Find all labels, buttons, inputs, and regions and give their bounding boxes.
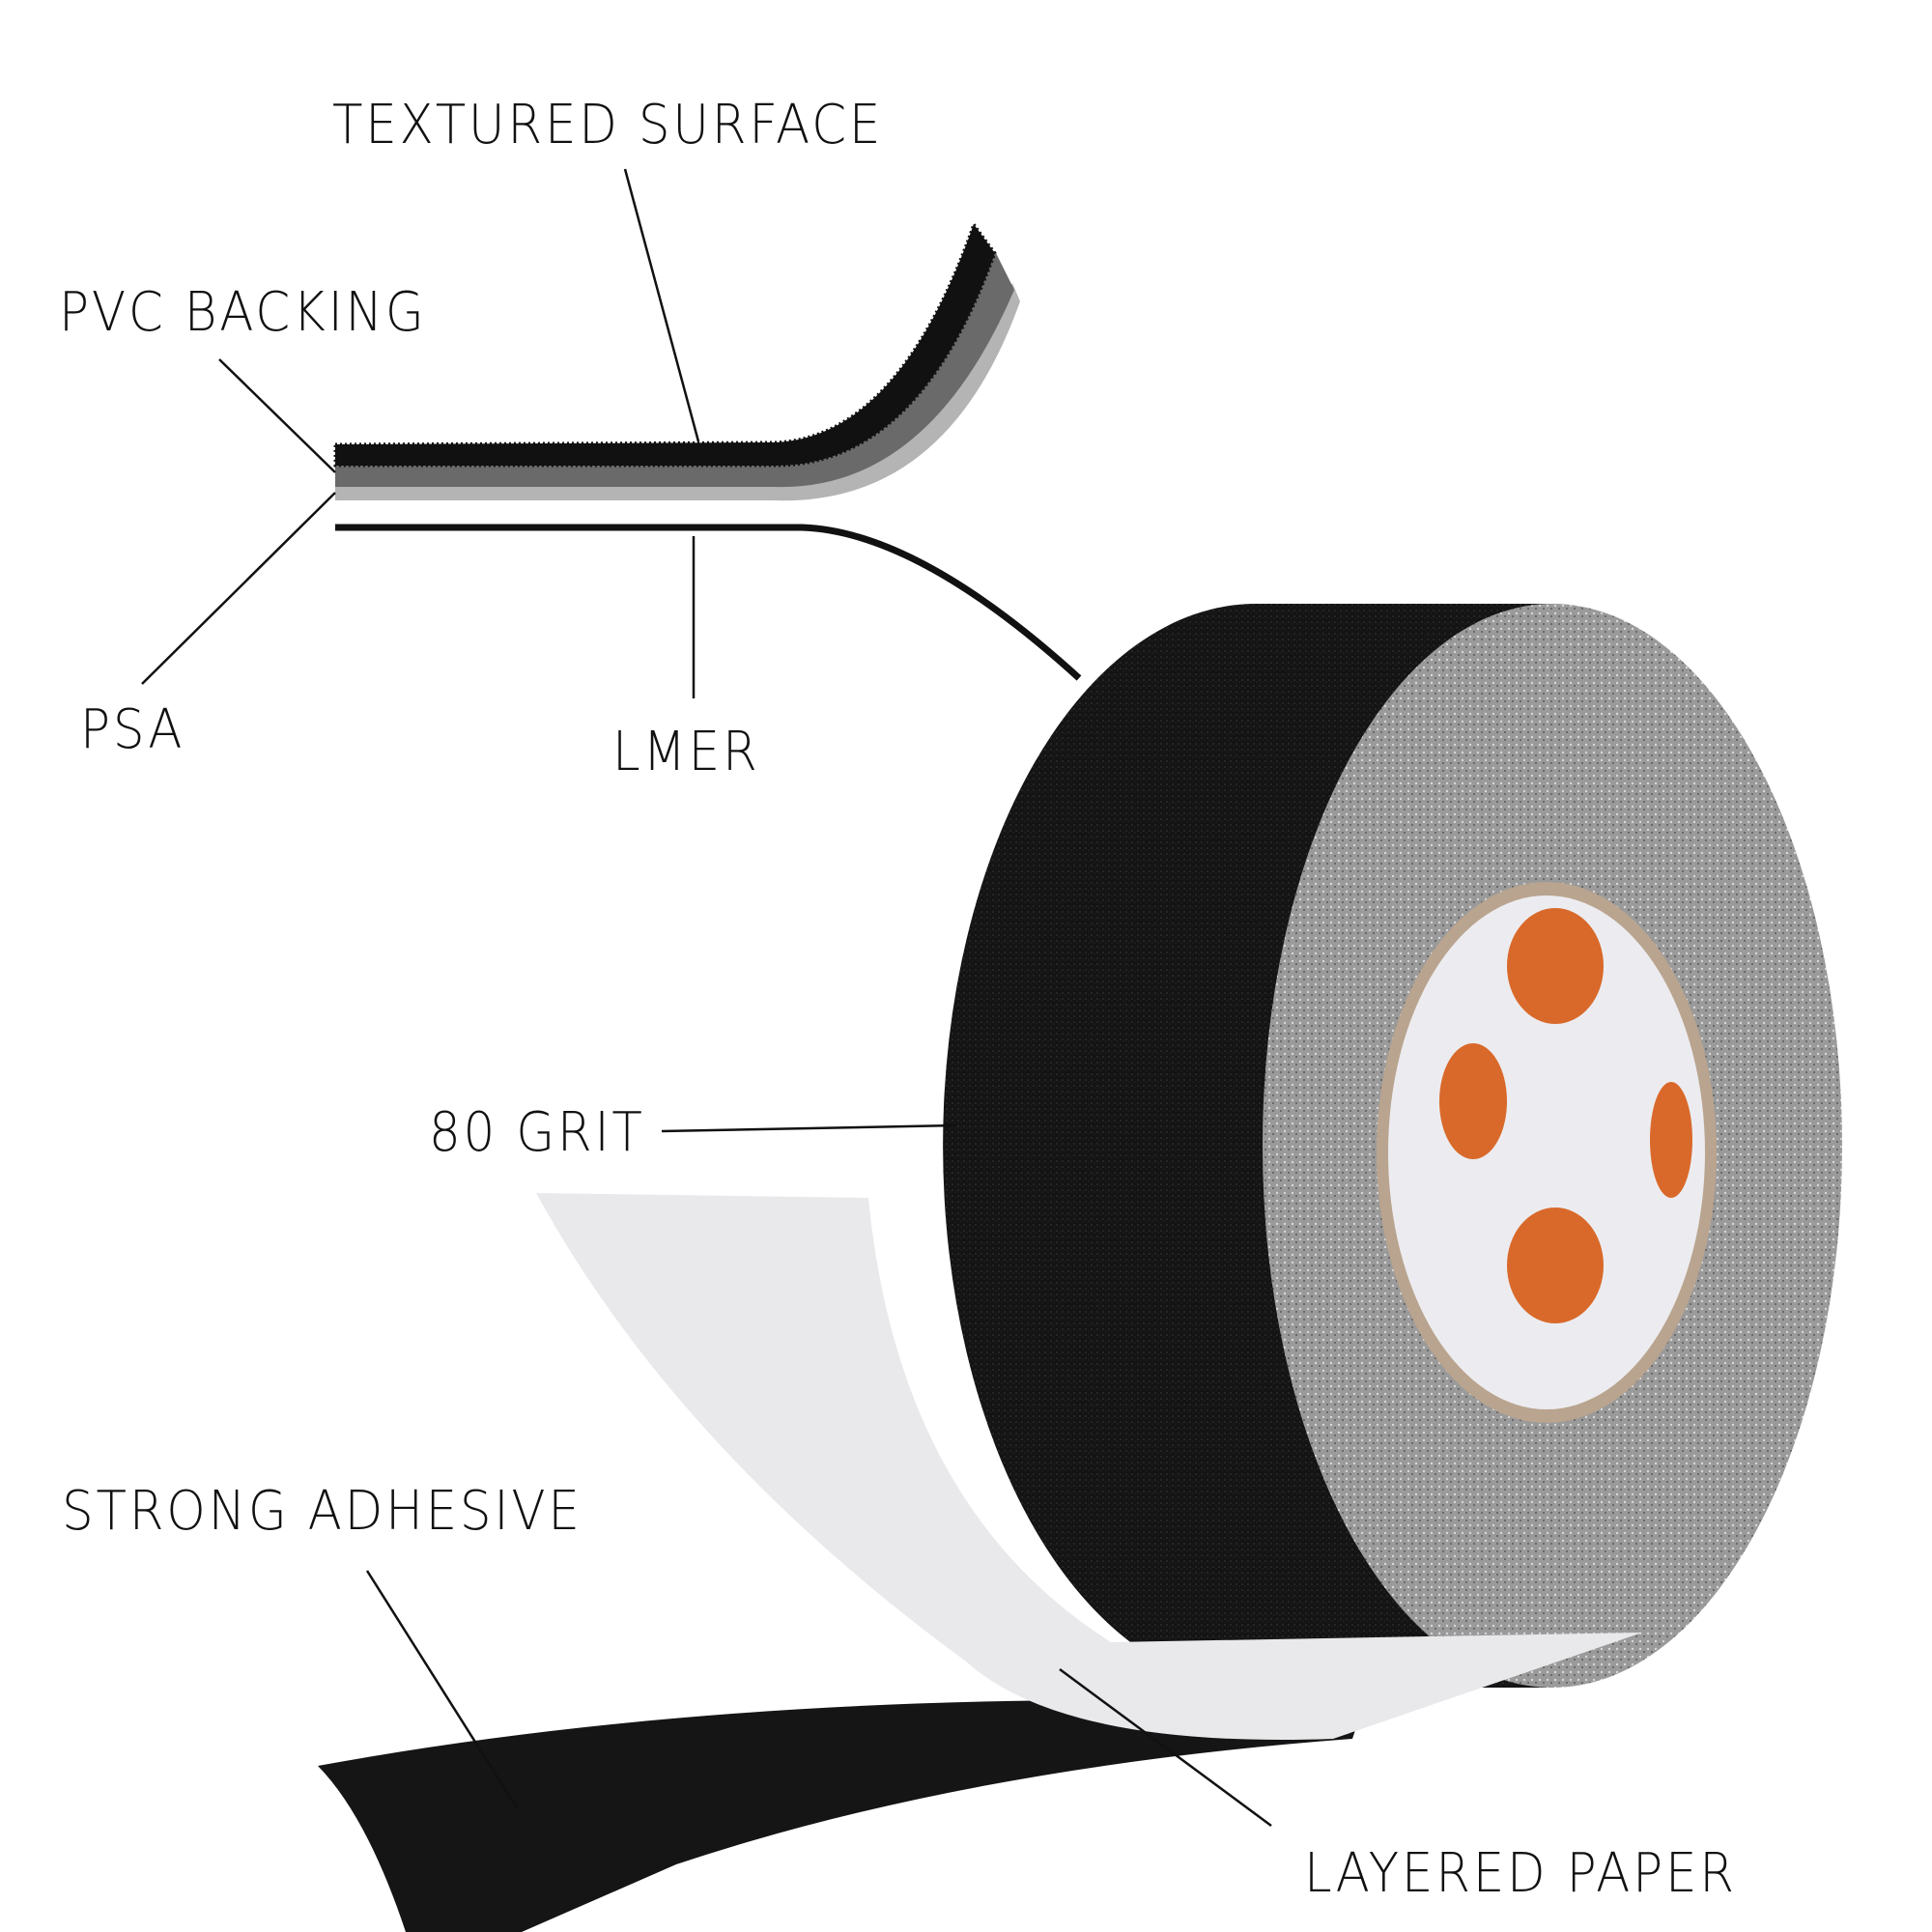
label-textured-surface: TEXTURED SURFACE	[332, 94, 884, 156]
leader-80-grit	[661, 1123, 957, 1133]
leader-textured-surface	[623, 168, 700, 442]
black-strip-underside	[318, 1681, 1372, 1932]
leader-strong-adhesive	[365, 1570, 520, 1810]
leader-layered-paper	[1059, 1667, 1272, 1828]
lmer-liner-line	[335, 524, 1082, 681]
leader-psa	[141, 492, 336, 685]
peeled-strip	[318, 1193, 1642, 1932]
cross-section-layers	[333, 220, 1082, 681]
leader-pvc-backing	[218, 358, 336, 473]
tapebear-logo	[1439, 908, 1692, 1323]
roll-core-hole	[1388, 895, 1705, 1409]
label-psa: PSA	[80, 698, 185, 761]
label-strong-adhesive: STRONG ADHESIVE	[62, 1480, 582, 1543]
tape-roll	[943, 604, 1842, 1688]
layered-paper-liner	[536, 1193, 1642, 1740]
label-pvc-backing: PVC BACKING	[59, 281, 427, 344]
label-layered-paper: LAYERED PAPER	[1304, 1842, 1737, 1905]
label-lmer: LMER	[612, 721, 760, 783]
label-80-grit: 80 GRIT	[429, 1101, 645, 1164]
